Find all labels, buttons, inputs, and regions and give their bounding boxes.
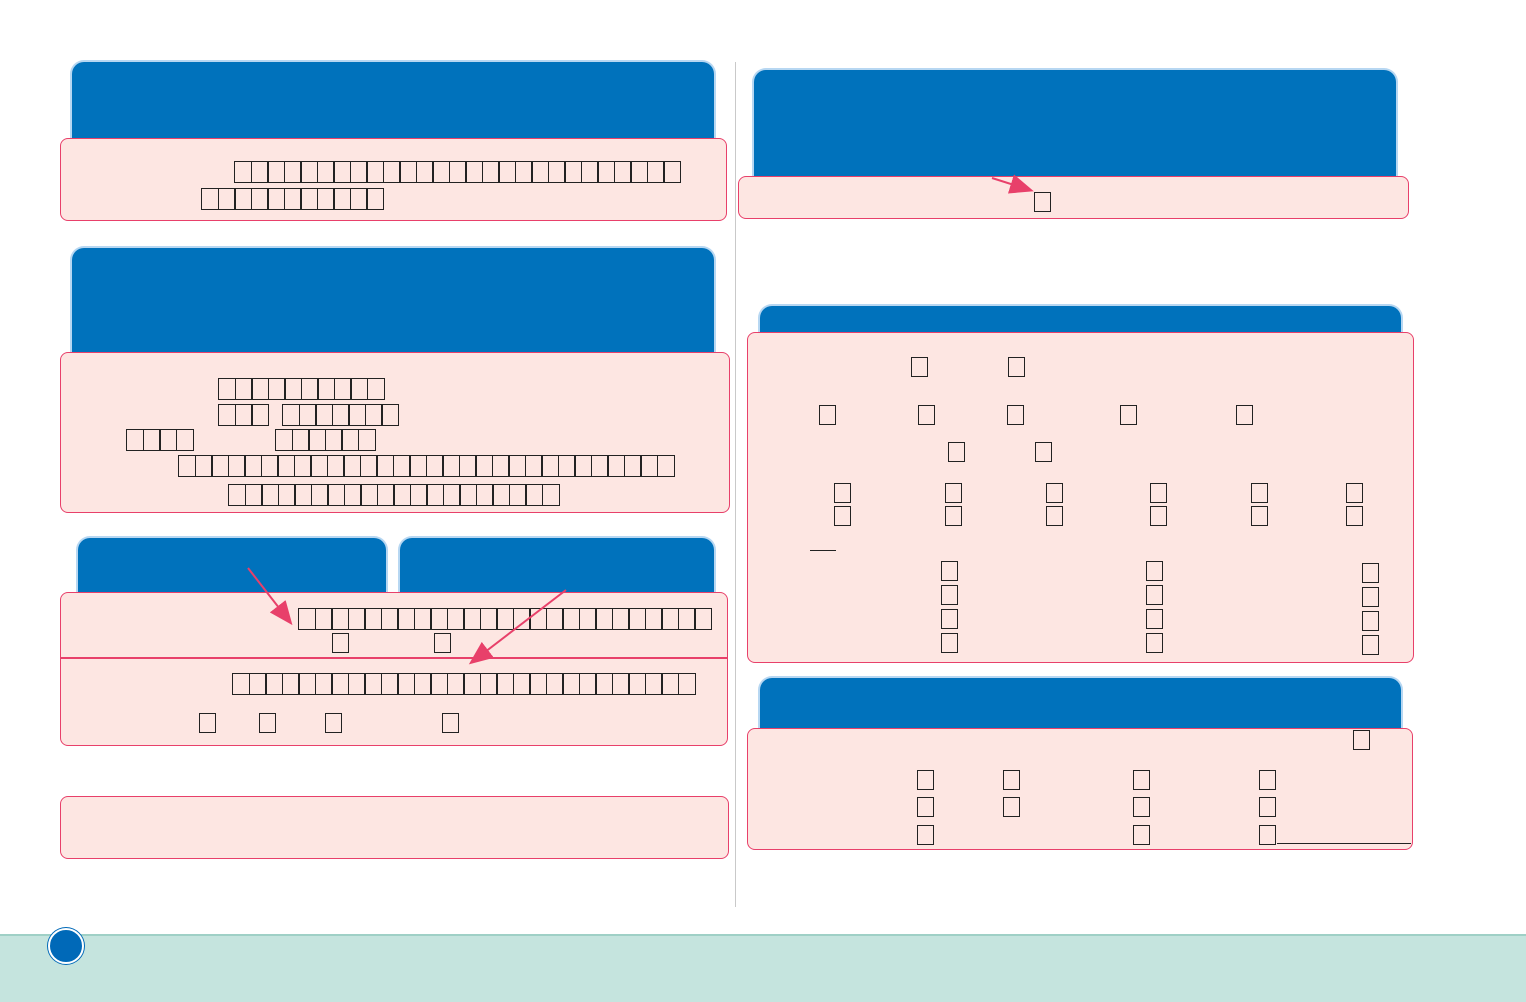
section-6-checkbox-g3-2[interactable] [1362,587,1379,607]
section-3b-checkbox-1[interactable] [199,713,216,733]
section-6-checkbox-g2-3[interactable] [1146,609,1163,629]
section-1-field-a[interactable] [234,161,681,183]
section-2-header [70,246,716,354]
section-2-field-e[interactable] [275,429,376,451]
section-6-checkbox-r2c3[interactable] [1007,405,1024,425]
section-6-checkbox-g1-1[interactable] [941,561,958,581]
section-3b-field[interactable] [232,673,696,695]
section-3a-checkbox-1[interactable] [332,633,349,653]
section-2-field-c[interactable] [282,404,399,426]
section-3-divider [60,657,728,659]
section-7-checkbox-r1c4[interactable] [1259,770,1276,790]
section-6-checkbox-g2-2[interactable] [1146,585,1163,605]
section-2-field-b[interactable] [218,404,269,426]
section-7-checkbox-r1c1[interactable] [917,770,934,790]
section-3a-header [76,536,388,596]
section-6-header [758,304,1403,336]
section-6-checkbox-g3-1[interactable] [1362,563,1379,583]
section-3a-field[interactable] [298,608,712,630]
section-1-field-b[interactable] [201,188,384,210]
section-7-checkbox-r3c1[interactable] [917,825,934,845]
section-6-checkbox-g2-1[interactable] [1146,561,1163,581]
section-6-checkbox-r4c1[interactable] [834,483,851,503]
section-6-checkbox-r2c1[interactable] [819,405,836,425]
section-6-checkbox-r2c4[interactable] [1120,405,1137,425]
section-6-panel [747,332,1414,663]
section-6-checkbox-r4c2[interactable] [945,483,962,503]
section-2-panel [60,352,730,513]
footer-band [0,934,1526,1002]
section-7-checkbox-r1c3[interactable] [1133,770,1150,790]
section-5-header [752,68,1398,178]
section-6-checkbox-g1-2[interactable] [941,585,958,605]
section-6-checkbox-r5c5[interactable] [1251,506,1268,526]
section-6-checkbox-r5c4[interactable] [1150,506,1167,526]
section-6-checkbox-g2-4[interactable] [1146,633,1163,653]
section-6-checkbox-r5c6[interactable] [1346,506,1363,526]
section-6-checkbox-r2c2[interactable] [918,405,935,425]
section-6-checkbox-g1-3[interactable] [941,609,958,629]
section-6-checkbox-r4c4[interactable] [1150,483,1167,503]
section-2-field-f[interactable] [178,455,675,477]
section-6-checkbox-r2c5[interactable] [1236,405,1253,425]
section-6-checkbox-r1c2[interactable] [1008,357,1025,377]
section-6-short-rule [810,550,836,551]
section-7-checkbox-r2c3[interactable] [1133,797,1150,817]
section-6-checkbox-r5c3[interactable] [1046,506,1063,526]
section-2-field-d[interactable] [126,429,194,451]
section-6-checkbox-r3c2[interactable] [1035,442,1052,462]
section-6-checkbox-r3c1[interactable] [948,442,965,462]
section-4-panel [60,796,729,859]
section-3b-checkbox-3[interactable] [325,713,342,733]
page-number-badge [48,928,84,964]
section-6-checkbox-g1-4[interactable] [941,633,958,653]
section-7-panel [747,728,1413,850]
section-6-checkbox-r1c1[interactable] [911,357,928,377]
section-6-checkbox-r4c3[interactable] [1046,483,1063,503]
section-6-checkbox-r4c6[interactable] [1346,483,1363,503]
section-7-checkbox-r2c4[interactable] [1259,797,1276,817]
column-divider [735,62,736,907]
section-2-field-g[interactable] [228,484,560,506]
section-7-header [758,676,1403,732]
section-7-checkbox-r3c3[interactable] [1133,825,1150,845]
section-1-panel [60,138,727,221]
section-3b-header [398,536,716,596]
section-5-checkbox[interactable] [1034,192,1051,212]
section-7-checkbox-r3c4[interactable] [1259,825,1276,845]
section-6-checkbox-g3-4[interactable] [1362,635,1379,655]
section-7-checkbox-r2c2[interactable] [1003,797,1020,817]
section-3-panel [60,592,728,746]
section-6-checkbox-g3-3[interactable] [1362,611,1379,631]
section-7-checkbox-top[interactable] [1353,730,1370,750]
section-3a-checkbox-2[interactable] [434,633,451,653]
section-5-panel [738,176,1409,219]
section-2-field-a[interactable] [218,378,385,400]
section-7-write-in-line [1277,843,1411,844]
section-3b-checkbox-2[interactable] [259,713,276,733]
section-1-header [70,60,716,140]
section-3b-checkbox-4[interactable] [442,713,459,733]
section-6-checkbox-r5c2[interactable] [945,506,962,526]
section-7-checkbox-r1c2[interactable] [1003,770,1020,790]
section-6-checkbox-r4c5[interactable] [1251,483,1268,503]
section-6-checkbox-r5c1[interactable] [834,506,851,526]
section-7-checkbox-r2c1[interactable] [917,797,934,817]
